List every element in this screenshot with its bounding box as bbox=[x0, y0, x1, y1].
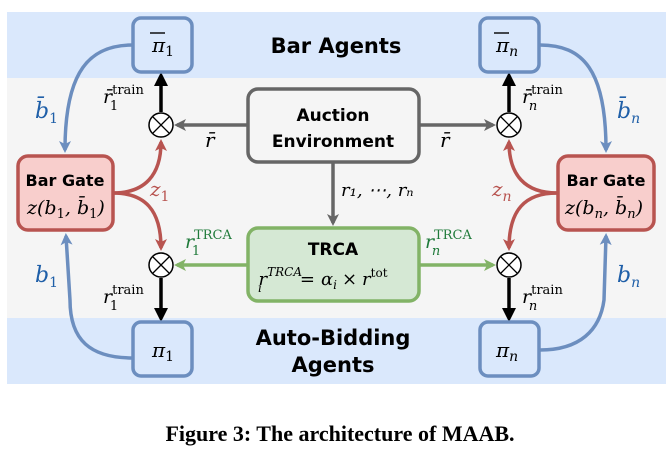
edge-b1 bbox=[60, 233, 134, 360]
multiply-icon bbox=[148, 112, 174, 138]
svg-text:πn: πn bbox=[495, 33, 518, 60]
bar-agents-label: Bar Agents bbox=[271, 34, 402, 58]
multiply-icon bbox=[148, 252, 174, 278]
edge-bbarn bbox=[539, 43, 612, 153]
auto-bidding-label-line1: Auto-Bidding bbox=[256, 326, 411, 350]
multiply-icon bbox=[496, 252, 522, 278]
edge-z1-down bbox=[112, 191, 167, 251]
bar-gate-n-title: Bar Gate bbox=[567, 171, 646, 190]
label-z-1: z1 bbox=[149, 177, 169, 205]
bar-gate-1-fn: z(b1, b̄1) bbox=[26, 195, 105, 222]
edge-zn-down bbox=[503, 191, 558, 251]
svg-text:π1: π1 bbox=[151, 338, 174, 365]
bar-agent-policy-1: π1 bbox=[131, 16, 194, 74]
edge-bbar1 bbox=[59, 43, 134, 153]
svg-text:πn: πn bbox=[495, 338, 518, 365]
label-r-list: r₁, ⋯, rₙ bbox=[341, 180, 414, 201]
figure-caption: Figure 3: The architecture of MAAB. bbox=[165, 421, 514, 446]
label-z-n: zn bbox=[491, 177, 512, 205]
auto-bidding-agents-band bbox=[7, 318, 666, 384]
label-b-1: b1 bbox=[35, 263, 58, 291]
multiply-icon bbox=[496, 112, 522, 138]
svg-text:π1: π1 bbox=[151, 33, 174, 60]
label-b-n: bn bbox=[617, 263, 640, 291]
bar-gate-n-fn: z(bn, b̄n) bbox=[564, 195, 643, 222]
label-bbar-n: b̄n bbox=[617, 96, 640, 127]
auto-bidding-policy-n: πn bbox=[478, 320, 541, 378]
label-bbar-1: b̄1 bbox=[35, 96, 58, 127]
auto-bidding-policy-1: π1 bbox=[131, 320, 194, 378]
bar-gate-n: Bar Gate z(bn, b̄n) bbox=[556, 154, 656, 232]
trca-title: TRCA bbox=[308, 240, 359, 260]
bar-agent-policy-n: πn bbox=[478, 16, 541, 74]
auction-environment-box: Auction Environment bbox=[246, 87, 421, 164]
label-rbar-left: r̄ bbox=[205, 128, 216, 152]
auto-bidding-label-line2: Agents bbox=[291, 353, 374, 377]
bar-gate-1: Bar Gate z(b1, b̄1) bbox=[16, 154, 115, 232]
edge-bn bbox=[539, 233, 612, 352]
bar-gate-1-title: Bar Gate bbox=[26, 171, 105, 190]
auction-environment-line1: Auction bbox=[296, 106, 369, 126]
label-rbar-right: r̄ bbox=[440, 128, 451, 152]
auction-environment-line2: Environment bbox=[272, 132, 394, 152]
